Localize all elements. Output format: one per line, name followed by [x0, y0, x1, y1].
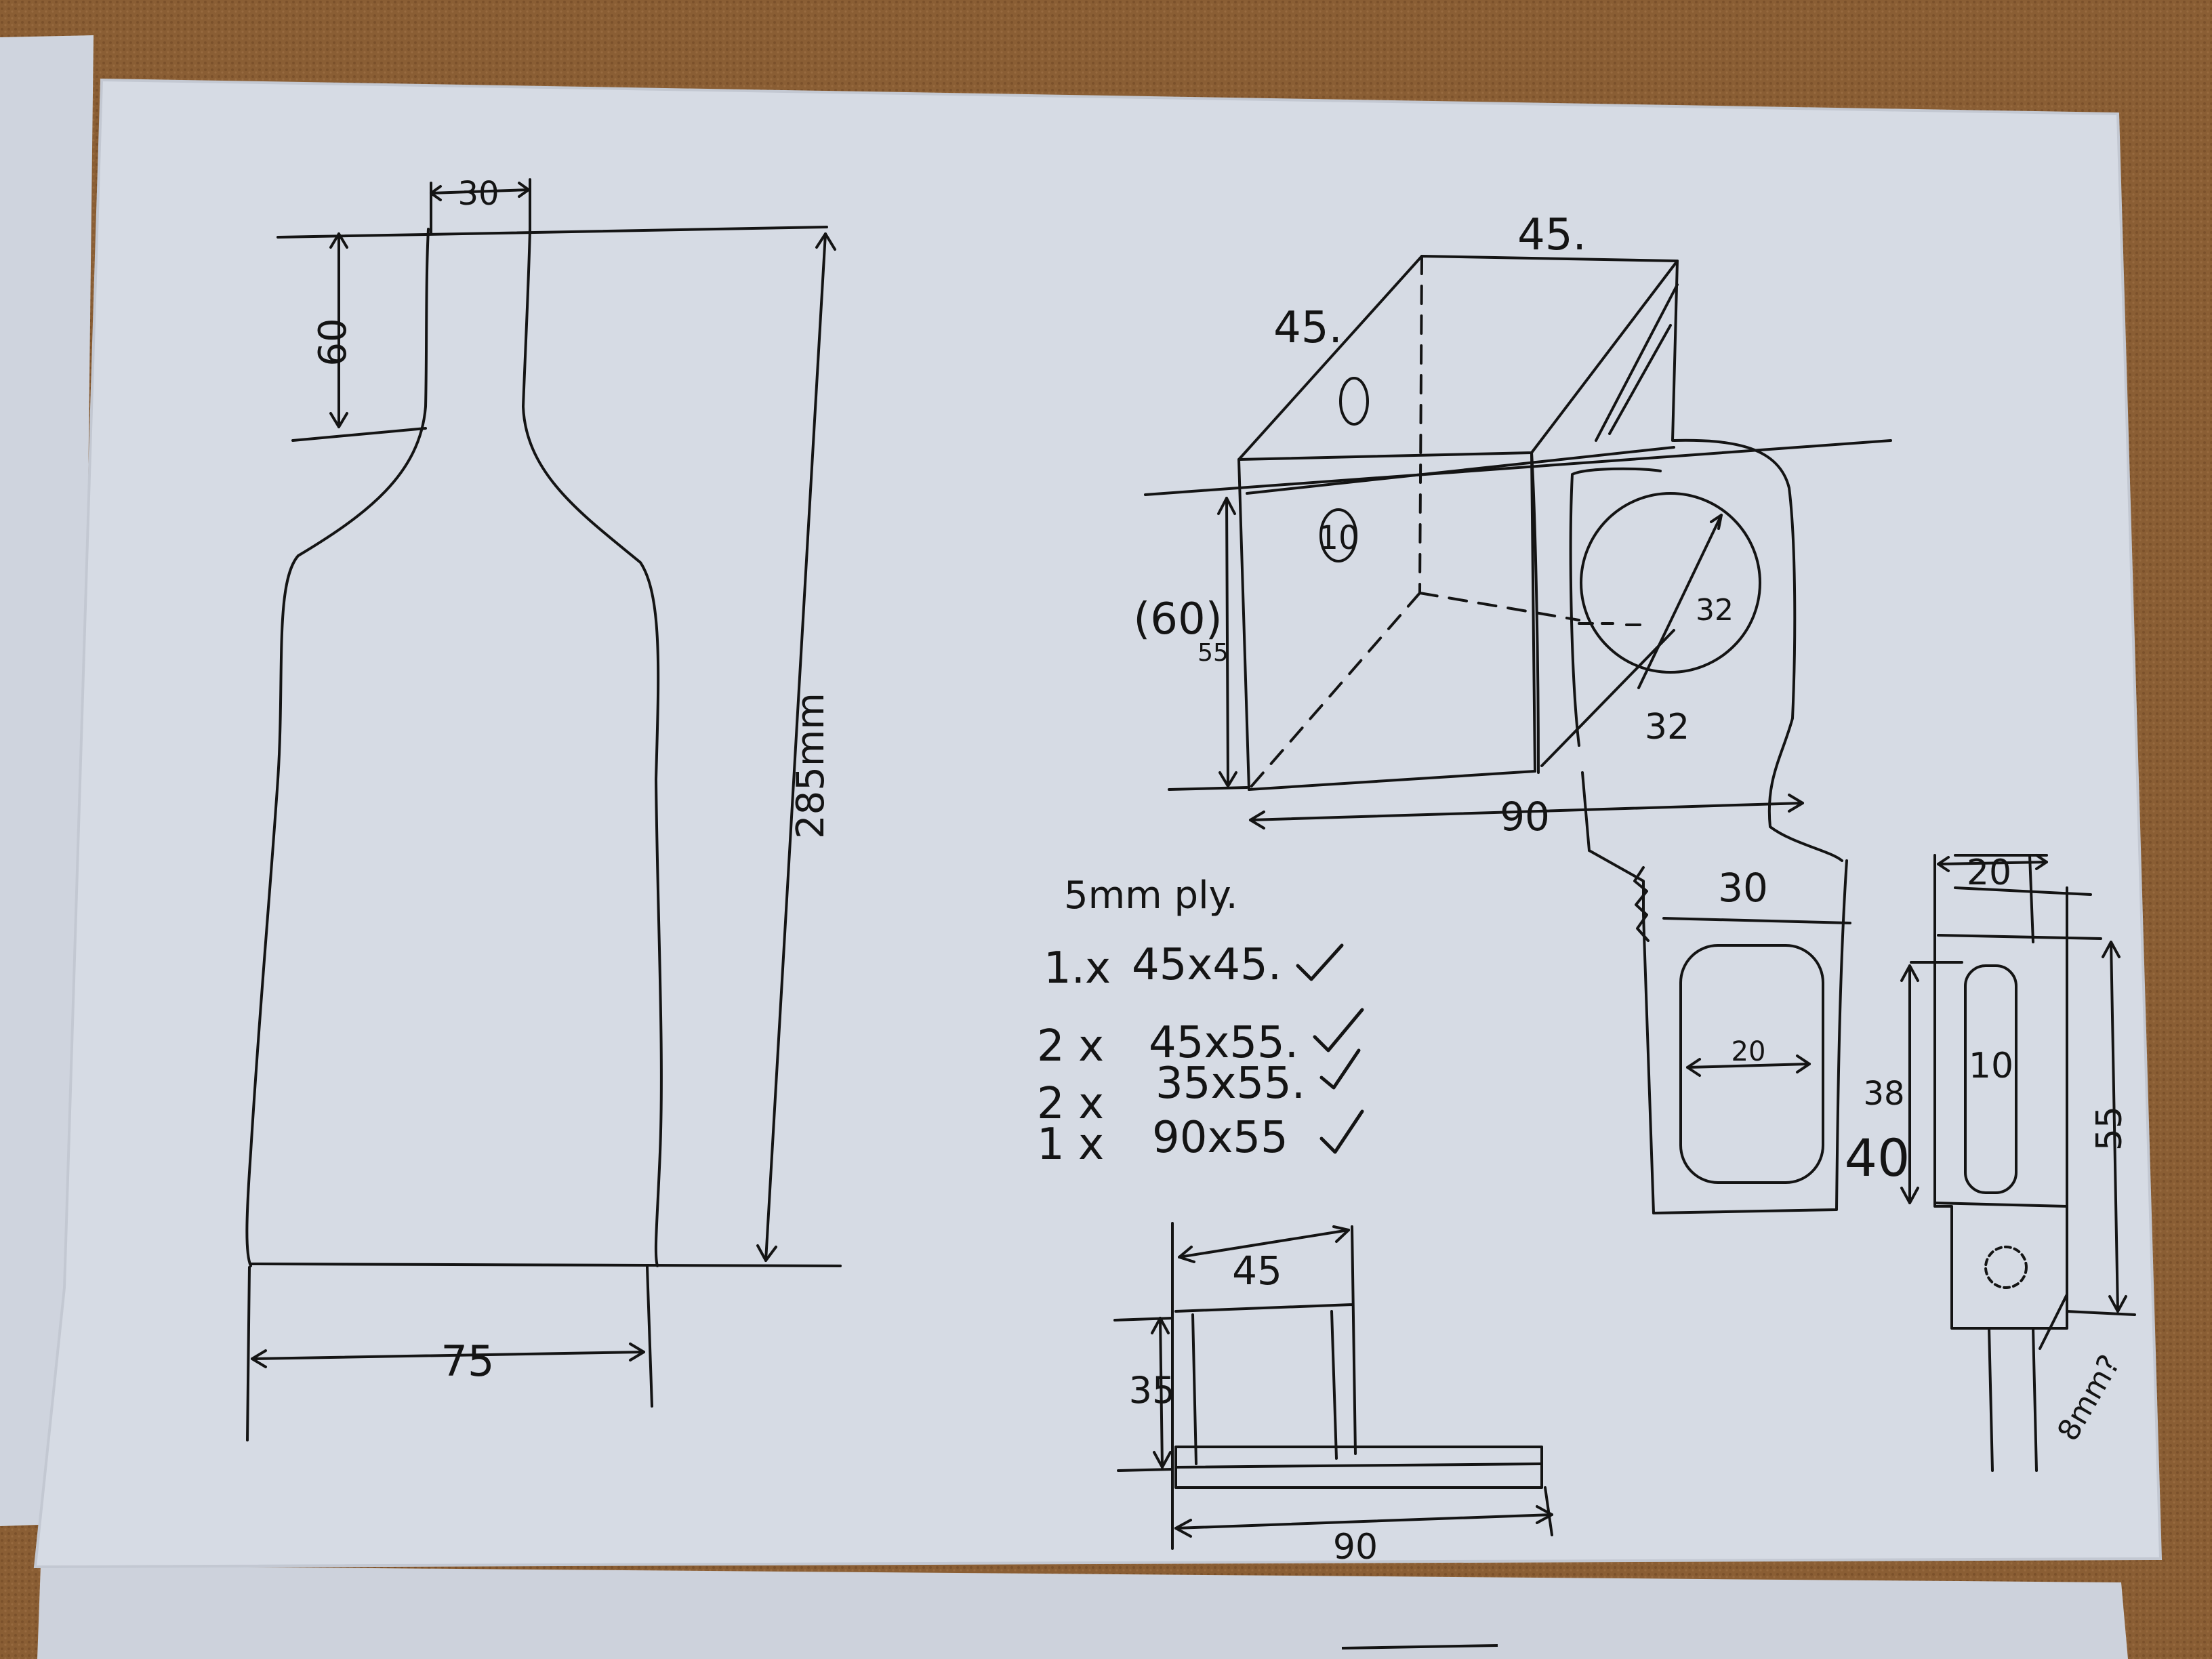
box-height-alt-label: 55 [1197, 639, 1229, 667]
neck-width-dim [430, 188, 530, 194]
side-hole [1319, 508, 1357, 562]
side-total-height-label: 55 [2089, 1106, 2130, 1151]
box-hidden-edges [1249, 255, 1580, 789]
shoulder-ref-line [291, 427, 427, 442]
bottom-paper-mark [1341, 1644, 1498, 1650]
back-panel-inner [1569, 467, 1662, 747]
bottom-width-dim [1178, 1229, 1350, 1258]
checkmark-icon [1319, 1109, 1364, 1154]
box-diagonal [1540, 629, 1675, 767]
cut-list-size: 90x55 [1152, 1113, 1288, 1163]
box-front-left-edge [1237, 458, 1250, 791]
front-hole [1580, 492, 1761, 674]
side-total-height-dim [2110, 941, 2119, 1313]
side-view-hole [1984, 1246, 2028, 1289]
box-base-length-label: 90 [1500, 794, 1550, 840]
box-top-width-label: 45. [1517, 210, 1586, 260]
bottom-view-outline [1171, 1222, 1357, 1550]
side-slot-height-alt-label: 40 [1845, 1128, 1910, 1188]
front-slot-width-dim [1686, 1063, 1811, 1069]
front-view-outline [1588, 849, 1848, 1214]
side-view-slot [1964, 964, 2018, 1194]
side-slot-width-label: 10 [1969, 1046, 2013, 1086]
cut-list-qty: 2 x [1037, 1021, 1104, 1071]
back-panel-outline [1530, 438, 1843, 862]
total-height-dim [764, 232, 827, 1262]
side-view-outline [1933, 854, 2068, 1330]
box-base-dim [1249, 802, 1804, 821]
box-drawing [1144, 255, 1892, 862]
base-width-dim [251, 1351, 645, 1360]
box-height-dim [1225, 497, 1229, 787]
box-front-bottom-edge [1248, 770, 1536, 791]
neck-height-label: 60 [311, 318, 355, 366]
paper-sheet [33, 78, 2163, 1569]
front-hole-diameter-label: 32 [1696, 593, 1734, 628]
cut-list-size: 35x55. [1155, 1059, 1305, 1109]
base-extension-left [246, 1266, 251, 1441]
bottom-base-length-label: 90 [1333, 1527, 1378, 1568]
cut-list: 5mm ply. 1.x 45x45. 2 x 45x55. 2 x 35x55… [1037, 874, 1364, 1170]
checkmark-icon [1319, 1048, 1361, 1090]
side-hole-top [1339, 377, 1369, 426]
cut-list-qty: 2 x [1037, 1079, 1104, 1129]
checkmark-icon [1296, 943, 1344, 981]
bottom-height-dim [1159, 1317, 1164, 1469]
box-depth-label: 45. [1273, 303, 1343, 353]
box-height-label: (60) [1133, 594, 1222, 644]
bottle-drawing [245, 178, 842, 1441]
front-hole-label: 32 [1645, 707, 1689, 747]
front-hole-diameter [1637, 514, 1723, 689]
box-back-right-edge [1671, 260, 1679, 442]
side-view-drawing [1900, 854, 2136, 1472]
box-top-ref-line [1246, 446, 1675, 495]
base-width-label: 75 [441, 1336, 495, 1386]
box-front-right-edge [1530, 451, 1536, 773]
front-view-drawing [1588, 849, 1851, 1214]
front-view-slot [1679, 944, 1824, 1184]
front-slot-width-label: 20 [1732, 1036, 1766, 1067]
bottom-width-label: 45 [1232, 1248, 1282, 1294]
cut-list-qty: 1.x [1044, 943, 1111, 994]
bottom-paper-sheet [37, 1565, 2128, 1659]
total-height-label: 285mm [789, 693, 833, 839]
bottle-outline [245, 228, 663, 1267]
bottom-view-drawing [1113, 1222, 1553, 1550]
side-hole-label: 10 [1317, 519, 1359, 557]
cut-list-title: 5mm ply. [1064, 874, 1238, 918]
box-rim-line [1144, 439, 1892, 496]
bottle-base-line [249, 1263, 842, 1267]
side-slot-height-label: 38 [1863, 1075, 1904, 1113]
checkmark-icon [1313, 1008, 1364, 1052]
neck-width-label: 30 [457, 175, 499, 213]
base-extension-right [646, 1266, 653, 1408]
front-view-top-width-label: 30 [1718, 865, 1768, 911]
cut-list-qty: 1 x [1037, 1120, 1104, 1170]
bottom-base-dim [1174, 1513, 1553, 1530]
cut-list-size: 45x45. [1132, 940, 1282, 990]
cut-list-size: 45x55. [1149, 1018, 1298, 1068]
side-view-top-width-label: 20 [1967, 853, 2011, 893]
neck-top-line [276, 226, 828, 239]
bottom-height-label: 35 [1129, 1369, 1176, 1412]
